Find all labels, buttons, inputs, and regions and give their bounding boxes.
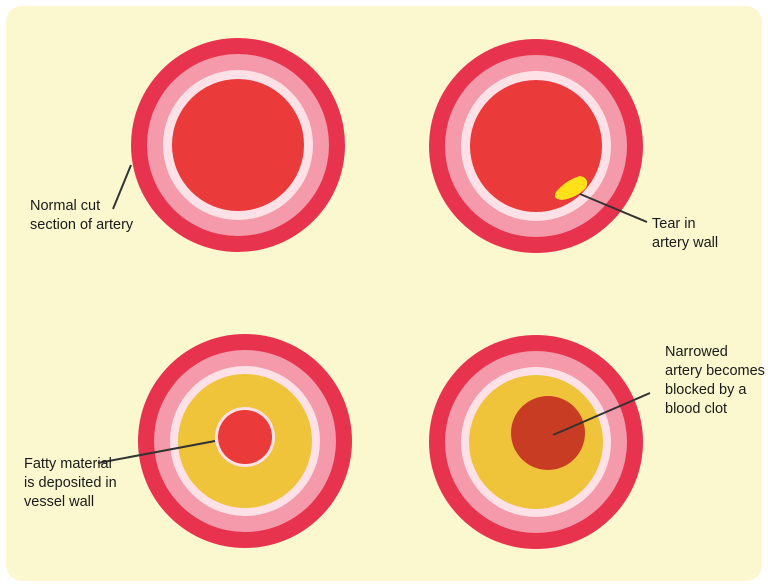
artery-lumen [172,79,304,211]
label-fatty-material: Fatty material is deposited in vessel wa… [24,455,117,512]
artery-with-fatty-deposit [138,334,352,548]
blood-clot [511,396,585,470]
artery-with-tear [429,39,643,253]
label-normal-artery: Normal cut section of artery [30,197,133,235]
narrowed-lumen-fill [218,410,272,464]
artery-lumen [470,80,602,212]
label-tear: Tear in artery wall [652,215,718,253]
artery-normal [131,38,345,252]
label-blood-clot: Narrowed artery becomes blocked by a blo… [665,343,765,419]
artery-with-blood-clot [429,335,643,549]
